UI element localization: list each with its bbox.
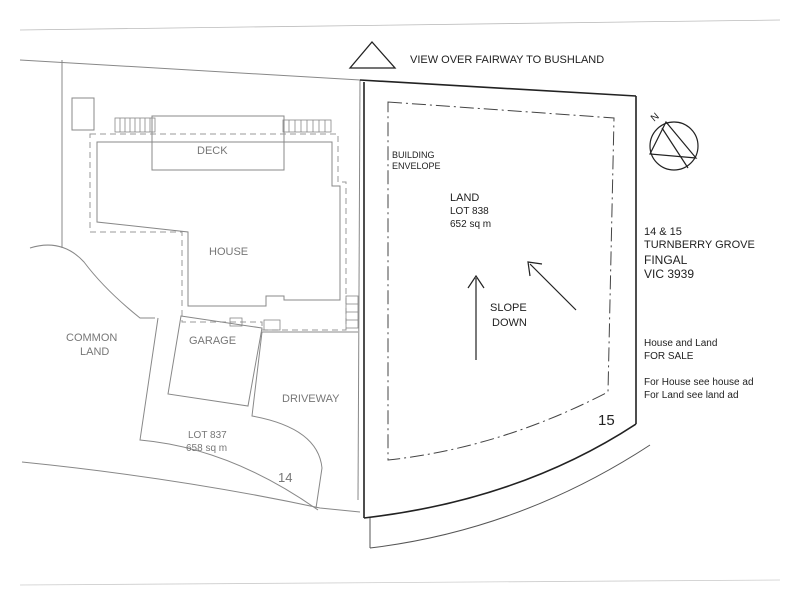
view-label: VIEW OVER FAIRWAY TO BUSHLAND — [410, 54, 605, 66]
sheet-top-edge — [19, 19, 781, 31]
address-line4: VIC 3939 — [644, 267, 695, 281]
driveway-label: DRIVEWAY — [282, 393, 340, 405]
lot-15-verge — [369, 444, 651, 549]
sheet-bottom-edge — [19, 579, 781, 586]
house-label: HOUSE — [209, 246, 249, 258]
building-envelope — [387, 101, 615, 461]
slope-label-line2: DOWN — [492, 317, 527, 329]
building-envelope-line2: ENVELOPE — [392, 161, 441, 171]
deck-label: DECK — [197, 145, 228, 157]
common-land-line1: COMMON — [66, 332, 118, 344]
lot-838-area: 652 sq m — [450, 219, 492, 230]
deck-stairs — [114, 117, 332, 133]
garage-outline — [167, 315, 263, 407]
slope-label-line1: SLOPE — [490, 302, 527, 314]
building-envelope-line1: BUILDING — [392, 150, 435, 160]
house-outline — [96, 141, 341, 307]
lot-837-area: 658 sq m — [186, 443, 228, 454]
lot-14-boundary — [19, 59, 361, 513]
lot-838-label: LOT 838 — [450, 206, 489, 217]
house-steps-mid — [263, 319, 281, 331]
north-compass-icon — [649, 120, 699, 171]
lot-14-number: 14 — [278, 470, 293, 485]
entry-block — [71, 97, 95, 131]
address-line1: 14 & 15 — [644, 226, 682, 238]
lot-837-label: LOT 837 — [188, 430, 227, 441]
lot-15-number: 15 — [598, 412, 615, 429]
garage-door-marker — [229, 317, 243, 327]
address-line2: TURNBERRY GROVE — [644, 239, 755, 251]
common-land-line2: LAND — [80, 346, 110, 358]
address-line3: FINGAL — [644, 253, 688, 267]
land-label: LAND — [450, 192, 480, 204]
sale-line2: FOR SALE — [644, 351, 694, 362]
sale-line3: For House see house ad — [644, 377, 754, 388]
garage-label: GARAGE — [189, 335, 237, 347]
sale-line1: House and Land — [644, 338, 718, 349]
lot-837-boundary — [139, 317, 319, 511]
slope-arrows — [467, 261, 577, 360]
house-dashed-outline — [89, 133, 347, 331]
deck-outline — [151, 115, 285, 171]
lot-15-boundary — [359, 79, 637, 519]
sale-line4: For Land see land ad — [644, 390, 739, 401]
driveway-outline — [251, 331, 358, 509]
view-direction-triangle — [348, 41, 397, 69]
